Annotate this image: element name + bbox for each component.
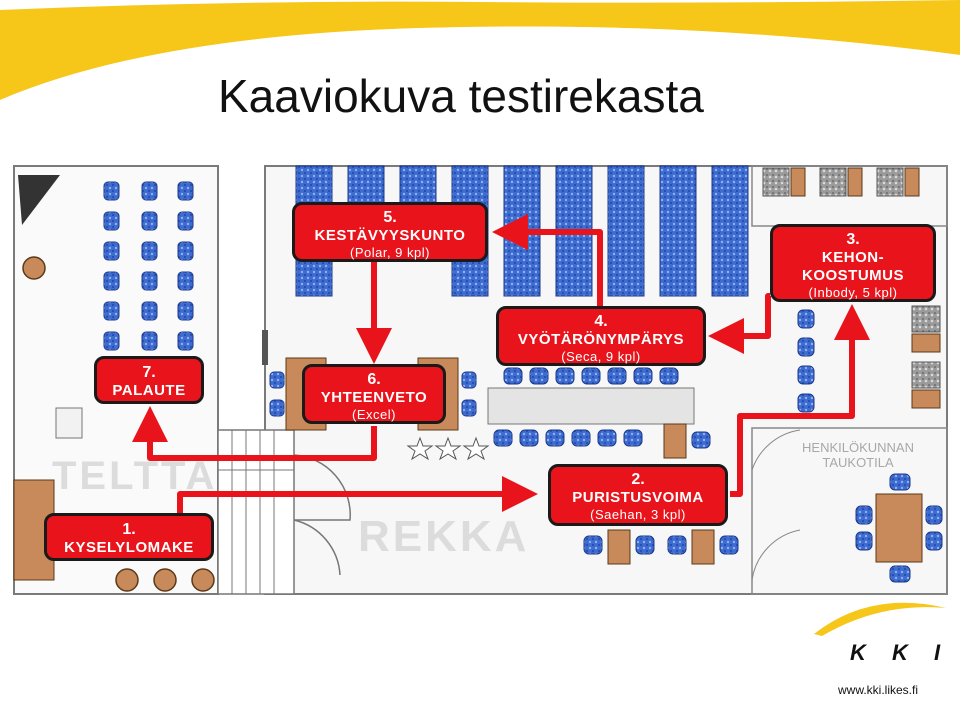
staff-room-line1: HENKILÖKUNNAN bbox=[802, 440, 914, 455]
route-1-to-2 bbox=[177, 476, 538, 515]
route-4-to-5 bbox=[492, 214, 603, 308]
area-label-rekka: REKKA bbox=[358, 512, 530, 561]
station-2-number: 2. bbox=[631, 471, 645, 488]
kki-logo-text: K K I bbox=[850, 640, 951, 665]
route-arrows bbox=[132, 214, 870, 515]
staff-room-line2: TAUKOTILA bbox=[822, 455, 894, 470]
station-5-endurance: 5. KESTÄVYYSKUNTO (Polar, 9 kpl) bbox=[292, 202, 488, 262]
station-2-name: PURISTUSVOIMA bbox=[572, 489, 704, 506]
station-6-name: YHTEENVETO bbox=[320, 389, 428, 406]
station-2-detail: (Saehan, 3 kpl) bbox=[590, 507, 686, 522]
station-6-summary: 6. YHTEENVETO (Excel) bbox=[302, 364, 446, 424]
station-3-number: 3. bbox=[846, 231, 860, 248]
station-3-name-b: KOOSTUMUS bbox=[802, 267, 904, 284]
station-3-name-a: KEHON- bbox=[821, 249, 885, 266]
tent-chairs bbox=[103, 181, 194, 351]
station-5-name: KESTÄVYYSKUNTO bbox=[314, 227, 466, 244]
station-4-detail: (Seca, 9 kpl) bbox=[561, 349, 641, 364]
staff-room-label: HENKILÖKUNNAN TAUKOTILA bbox=[776, 440, 940, 470]
station-5-number: 5. bbox=[383, 209, 397, 226]
middle-chairs bbox=[487, 367, 711, 459]
station-6-detail: (Excel) bbox=[352, 407, 396, 422]
station-2-grip-strength: 2. PURISTUSVOIMA (Saehan, 3 kpl) bbox=[548, 464, 728, 526]
plant-stars bbox=[406, 436, 490, 461]
station-7-name: PALAUTE bbox=[112, 382, 186, 399]
station-1-name: KYSELYLOMAKE bbox=[64, 539, 194, 556]
station-7-number: 7. bbox=[142, 364, 156, 381]
lockers bbox=[762, 167, 941, 409]
station-4-name: VYÖTÄRÖNYMPÄRYS bbox=[517, 331, 685, 348]
header-banner bbox=[0, 0, 960, 108]
route-6-to-7 bbox=[132, 406, 377, 461]
grip-stations bbox=[583, 529, 739, 565]
page-title: Kaaviokuva testirekasta bbox=[218, 70, 704, 122]
staff-room-furniture bbox=[751, 429, 943, 583]
route-3-to-4 bbox=[708, 293, 771, 354]
station-3-body-composition: 3. KEHON- KOOSTUMUS (Inbody, 5 kpl) bbox=[770, 224, 936, 302]
route-2-to-3 bbox=[730, 304, 870, 497]
station-6-number: 6. bbox=[367, 371, 381, 388]
footer-url[interactable]: www.kki.likes.fi bbox=[838, 683, 919, 697]
station-7-feedback: 7. PALAUTE bbox=[94, 356, 204, 404]
station-1-questionnaire: 1. KYSELYLOMAKE bbox=[44, 513, 214, 561]
station-3-detail: (Inbody, 5 kpl) bbox=[808, 285, 898, 300]
station-5-detail: (Polar, 9 kpl) bbox=[350, 245, 430, 260]
side-chairs bbox=[797, 309, 815, 413]
station-1-number: 1. bbox=[122, 521, 136, 538]
station-4-waist: 4. VYÖTÄRÖNYMPÄRYS (Seca, 9 kpl) bbox=[496, 306, 706, 366]
tent-furniture bbox=[13, 256, 215, 592]
station-4-number: 4. bbox=[594, 313, 608, 330]
area-label-teltta: TELTTA bbox=[52, 454, 218, 498]
kki-logo-swoosh bbox=[814, 602, 946, 636]
